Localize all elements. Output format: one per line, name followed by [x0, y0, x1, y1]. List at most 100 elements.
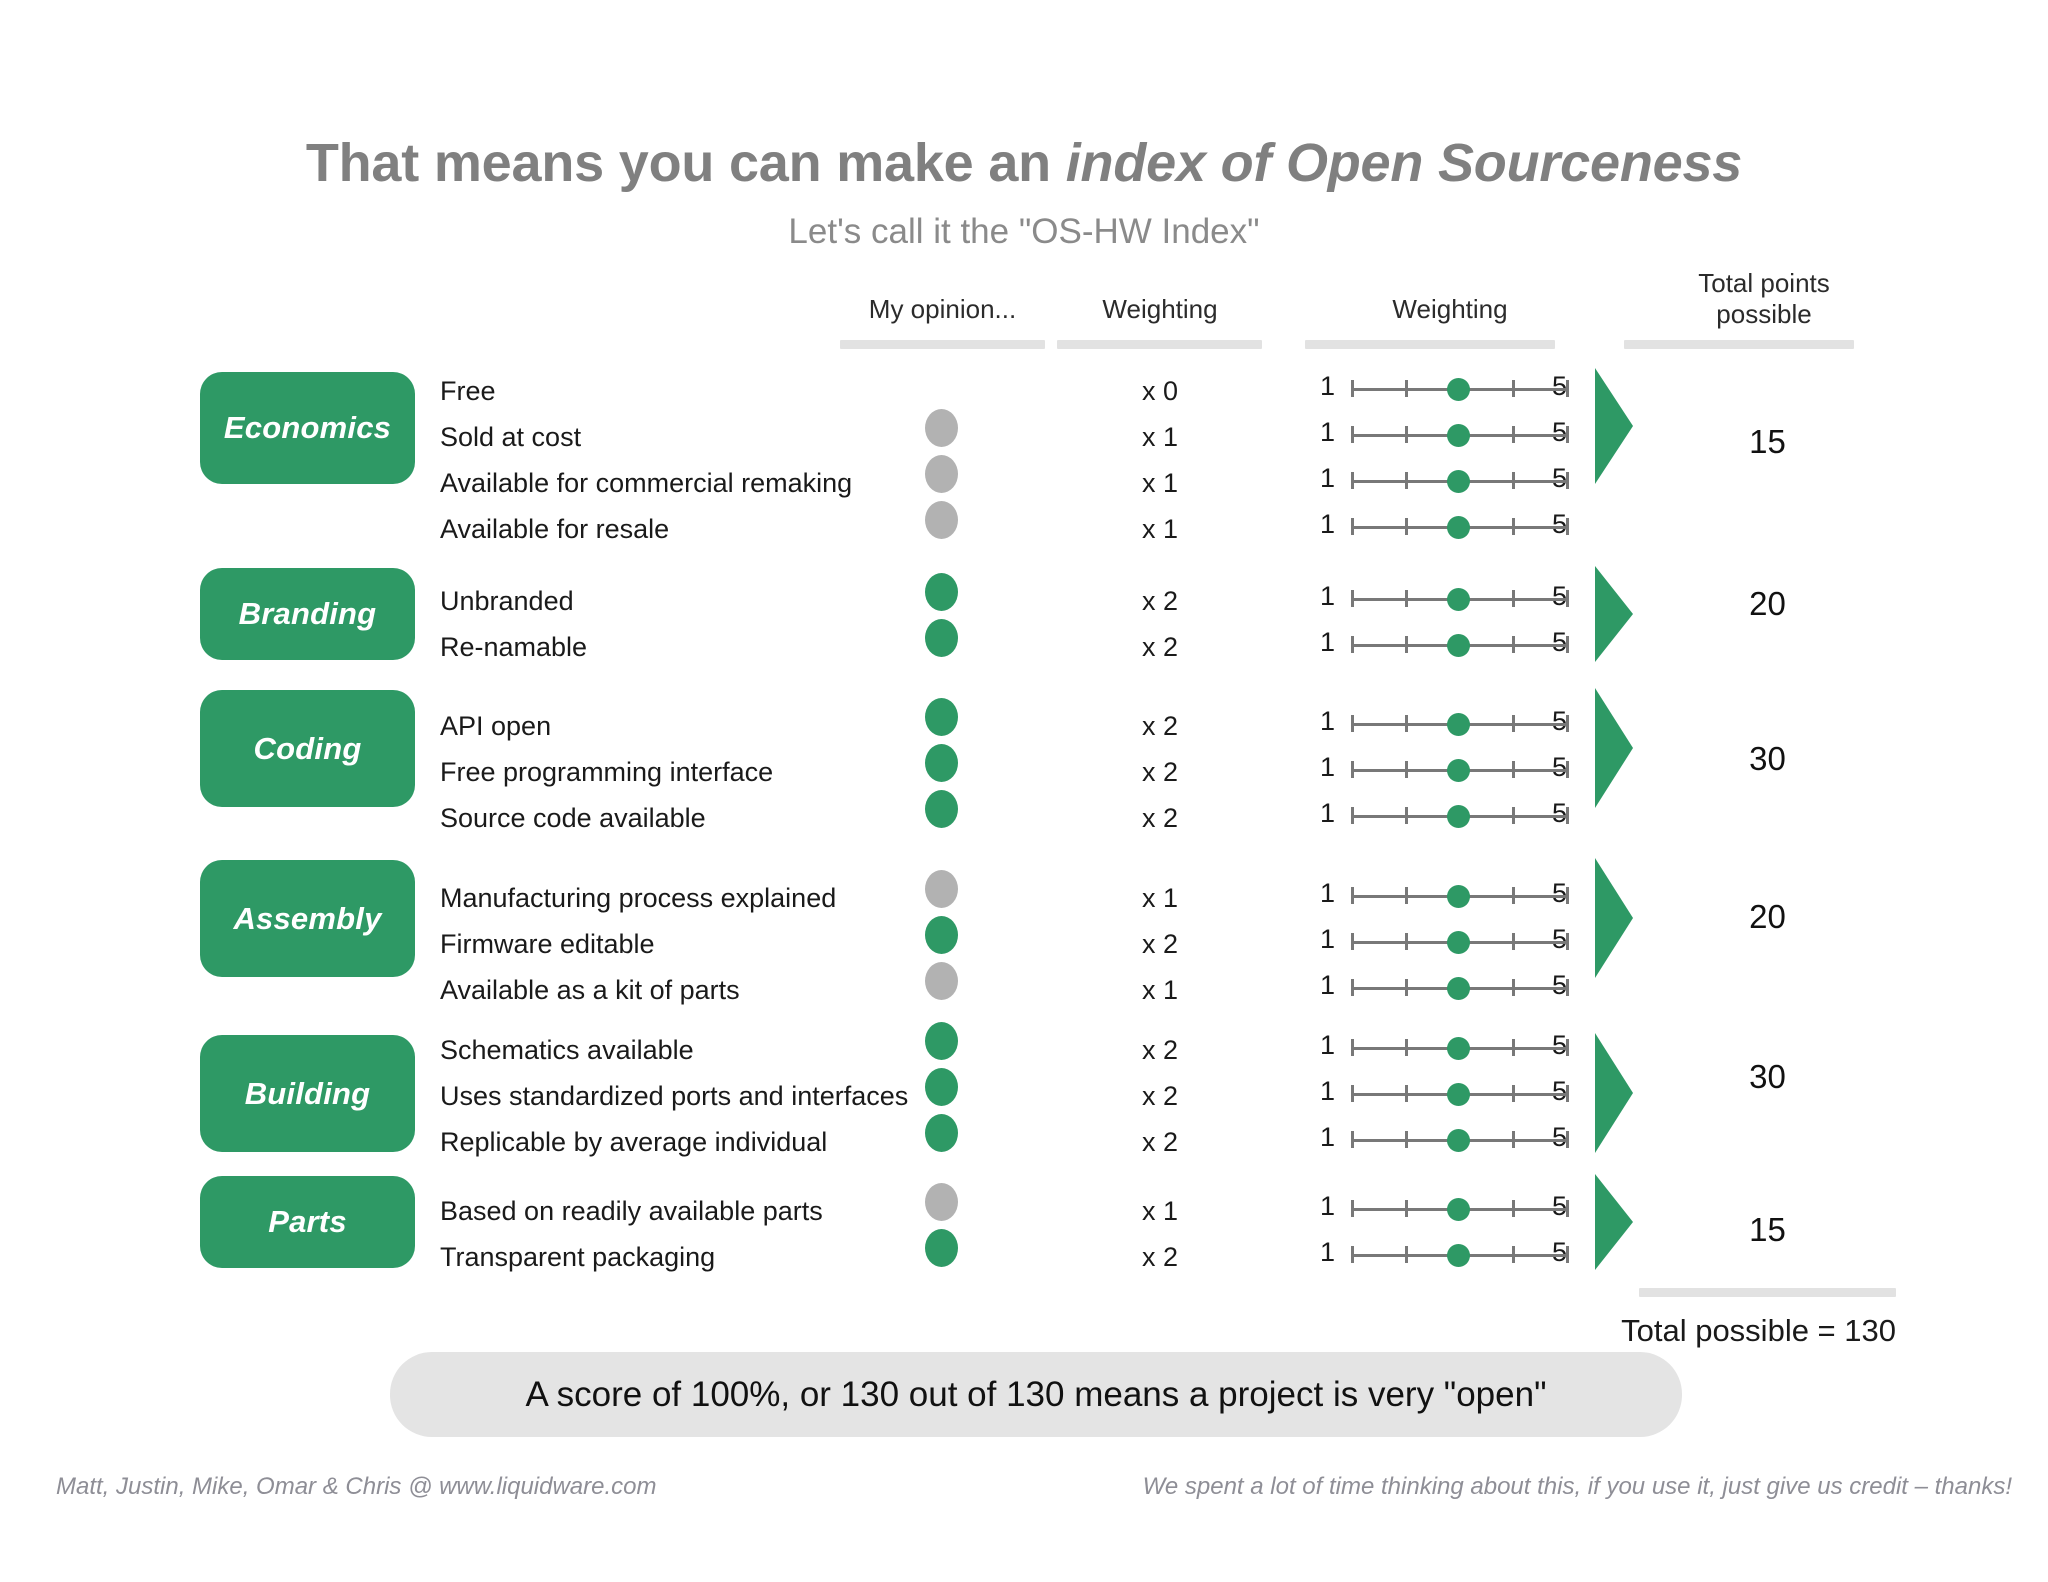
slider-knob[interactable]	[1447, 977, 1470, 1000]
opinion-dot-no[interactable]	[925, 409, 958, 447]
section-arrow	[1595, 1033, 1633, 1153]
weighting-multiplier-value: x 2	[1141, 711, 1179, 741]
slider-tick-4	[1512, 715, 1516, 732]
section-total-points: 15	[1749, 1211, 1786, 1248]
opinion-dot-no[interactable]	[925, 962, 958, 1000]
opinion-dot-yes[interactable]	[925, 1229, 958, 1267]
slider-min-label: 1	[1320, 878, 1336, 908]
opinion-dot-yes[interactable]	[925, 916, 958, 954]
slider-knob[interactable]	[1447, 1244, 1470, 1267]
opinion-dot-yes[interactable]	[925, 1022, 958, 1060]
slider-tick-2	[1404, 380, 1408, 397]
slider-tick-4	[1512, 887, 1516, 904]
category-label: Building	[244, 1075, 371, 1111]
slider-knob[interactable]	[1447, 885, 1470, 908]
slider-max-label: 5	[1552, 798, 1568, 828]
slider-tick-5	[1566, 761, 1569, 778]
opinion-dot-no[interactable]	[925, 870, 958, 908]
category-box-branding[interactable]: Branding	[200, 568, 415, 660]
criterion-label: Sold at cost	[440, 422, 582, 452]
slider-knob[interactable]	[1447, 931, 1470, 954]
opinion-dot-yes[interactable]	[925, 744, 958, 782]
score-banner: A score of 100%, or 130 out of 130 means…	[390, 1352, 1682, 1437]
weighting-multiplier-value: x 2	[1141, 632, 1179, 662]
slider-min-label: 1	[1320, 417, 1336, 447]
slider-tick-4	[1512, 1039, 1516, 1056]
slider-knob[interactable]	[1447, 713, 1470, 736]
slider-tick-5	[1566, 887, 1569, 904]
category-box-building[interactable]: Building	[200, 1035, 415, 1152]
slider-knob[interactable]	[1447, 759, 1470, 782]
opinion-dot-no[interactable]	[925, 501, 958, 539]
slider-min-label: 1	[1320, 970, 1336, 1000]
slider-tick-5	[1566, 1200, 1569, 1217]
slider-min-label: 1	[1320, 798, 1336, 828]
opinion-dot-yes[interactable]	[925, 573, 958, 611]
opinion-dot-yes[interactable]	[925, 1114, 958, 1152]
criterion-label: Firmware editable	[440, 929, 655, 959]
slider-tick-5	[1566, 426, 1569, 443]
page-title-italic: index of Open Sourceness	[1065, 133, 1743, 193]
category-box-parts[interactable]: Parts	[200, 1176, 415, 1268]
slider-knob[interactable]	[1447, 424, 1470, 447]
slider-knob[interactable]	[1447, 378, 1470, 401]
slider-knob[interactable]	[1447, 470, 1470, 493]
slider-knob[interactable]	[1447, 1198, 1470, 1221]
category-box-assembly[interactable]: Assembly	[200, 860, 415, 977]
slider-max-label: 5	[1552, 1122, 1568, 1152]
slider-max-label: 5	[1552, 627, 1568, 657]
slider-max-label: 5	[1552, 1237, 1568, 1267]
weighting-multiplier-value: x 1	[1141, 883, 1179, 913]
opinion-dot-no[interactable]	[925, 1183, 958, 1221]
opinion-dot-no[interactable]	[925, 455, 958, 493]
slider-tick-4	[1512, 761, 1516, 778]
slider-tick-2	[1404, 1131, 1408, 1148]
criterion-label: Re-namable	[440, 632, 588, 662]
slider-knob[interactable]	[1447, 1129, 1470, 1152]
opinion-dot-yes[interactable]	[925, 698, 958, 736]
slider-tick-4	[1512, 1085, 1516, 1102]
column-header-rule-weighting-multiplier	[1057, 340, 1262, 349]
criterion-label: Schematics available	[440, 1035, 694, 1065]
column-header-rule-weighting-scale	[1305, 340, 1555, 349]
criterion-label: Unbranded	[440, 586, 574, 616]
column-header-opinion: My opinion...	[868, 294, 1017, 324]
slider-knob[interactable]	[1447, 516, 1470, 539]
slider-max-label: 5	[1552, 970, 1568, 1000]
criterion-label: Manufacturing process explained	[440, 883, 837, 913]
slider-knob[interactable]	[1447, 634, 1470, 657]
weighting-multiplier-value: x 2	[1141, 1081, 1179, 1111]
slider-knob[interactable]	[1447, 1083, 1470, 1106]
opinion-dot-yes[interactable]	[925, 619, 958, 657]
slider-min-label: 1	[1320, 463, 1336, 493]
slider-tick-4	[1512, 807, 1516, 824]
slider-tick-1	[1351, 887, 1354, 904]
opinion-dot-yes[interactable]	[925, 1068, 958, 1106]
slider-knob[interactable]	[1447, 1037, 1470, 1060]
section-total-points: 30	[1749, 1058, 1786, 1095]
category-box-coding[interactable]: Coding	[200, 690, 415, 807]
section-arrow	[1595, 858, 1633, 978]
slider-tick-4	[1512, 518, 1516, 535]
slider-knob[interactable]	[1447, 588, 1470, 611]
category-box-economics[interactable]: Economics	[200, 372, 415, 484]
opinion-dot-yes[interactable]	[925, 790, 958, 828]
slider-knob[interactable]	[1447, 805, 1470, 828]
